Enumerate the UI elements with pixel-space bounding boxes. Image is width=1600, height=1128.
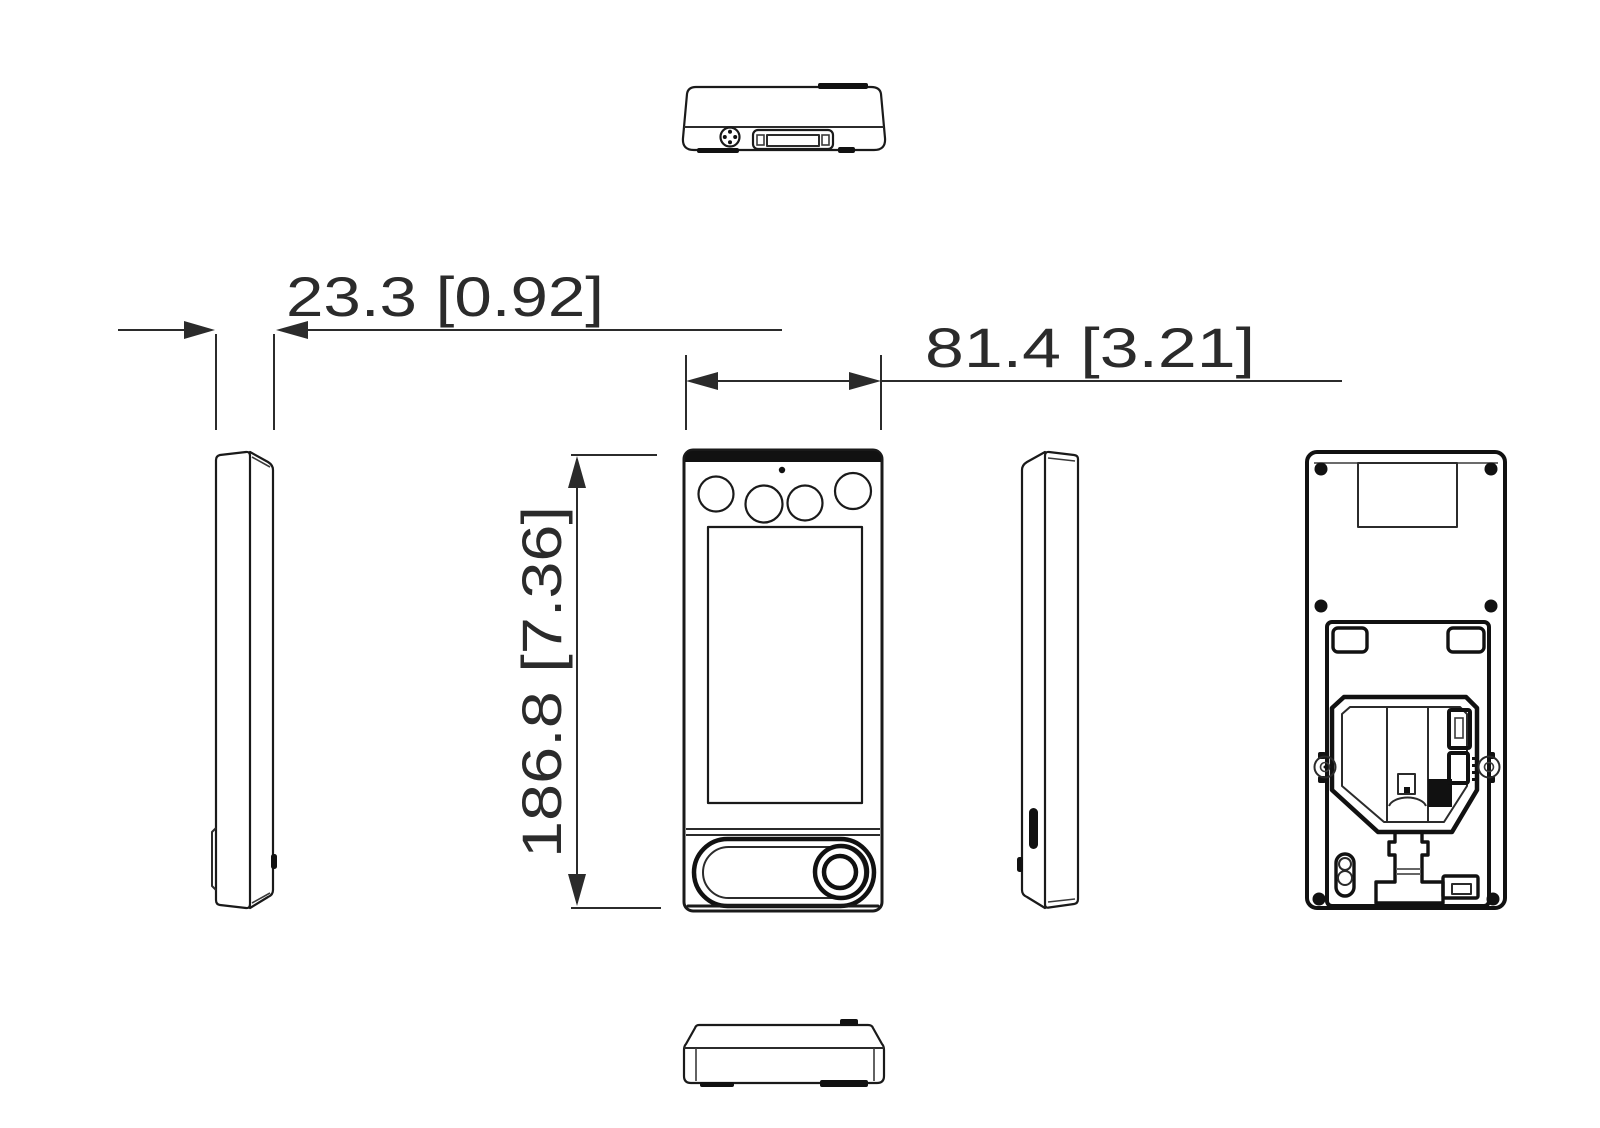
width-arrowhead-left xyxy=(686,372,718,390)
connector-lower xyxy=(1447,751,1470,785)
height-arrowhead-bottom xyxy=(568,874,586,906)
usb-cover-slot xyxy=(1029,808,1038,849)
side-button xyxy=(271,854,277,869)
connector-dots xyxy=(1472,757,1475,781)
screen xyxy=(706,525,864,805)
screw-boss-left xyxy=(1313,752,1337,783)
bottom-view-foot xyxy=(700,1082,734,1087)
bottom-right-port xyxy=(1441,874,1480,900)
back-outline xyxy=(1305,450,1507,910)
panel-tab-right xyxy=(1446,626,1486,654)
width-dimension-label: 81.4 [3.21] xyxy=(925,316,1255,379)
bottom-view-tab xyxy=(840,1019,858,1026)
wiring-connector xyxy=(751,128,835,151)
stand-bracket-outline xyxy=(1374,832,1445,905)
height-arrowhead-top xyxy=(568,456,586,488)
dimension-depth: 23.3 [0.92] xyxy=(118,265,782,430)
side-button-right-view xyxy=(1017,857,1023,872)
camera-lens-4 xyxy=(833,471,873,511)
top-view-foot xyxy=(697,148,739,153)
camera-lens-3 xyxy=(786,484,824,522)
bottom-view xyxy=(682,1019,886,1087)
dimension-height: 186.8 [7.36] xyxy=(510,454,661,909)
left-side-top-edge-line xyxy=(251,456,271,468)
left-side-front-face xyxy=(248,450,275,910)
label-recess xyxy=(1357,462,1458,528)
left-side-bottom-edge-line xyxy=(251,892,271,904)
top-view xyxy=(681,83,887,153)
camera-array xyxy=(697,466,873,524)
top-view-back-edge-bar xyxy=(818,83,868,89)
center-port-pin xyxy=(1404,787,1410,793)
right-side-outline xyxy=(1043,450,1080,909)
front-outline xyxy=(682,448,884,913)
depth-arrowhead-right xyxy=(276,321,308,339)
stand-bracket xyxy=(1374,832,1445,905)
bottom-view-outline xyxy=(682,1023,886,1085)
left-side-outline xyxy=(214,450,252,910)
screw xyxy=(1484,462,1498,476)
right-side-bottom-edge-line xyxy=(1047,898,1076,903)
panel-tab-left xyxy=(1331,626,1369,654)
front-top-face-band xyxy=(685,451,881,462)
screw xyxy=(1312,892,1326,906)
round-power-connector xyxy=(719,126,741,148)
mount-center-arc xyxy=(1388,796,1427,807)
width-arrowhead-right xyxy=(849,372,881,390)
screw xyxy=(1314,462,1328,476)
depth-dimension-label: 23.3 [0.92] xyxy=(286,265,604,328)
depth-arrowhead-left xyxy=(184,321,215,339)
fingerprint-button xyxy=(812,843,870,901)
right-side-front-face xyxy=(1020,450,1047,910)
camera-lens-1 xyxy=(697,475,735,513)
camera-lens-2 xyxy=(744,484,784,524)
screw xyxy=(1484,599,1498,613)
mounting-panel xyxy=(1325,620,1491,908)
center-port xyxy=(1397,773,1416,795)
back-view xyxy=(1305,450,1507,910)
adjuster-pill xyxy=(1334,852,1356,898)
mount-octagon-outer xyxy=(1329,694,1480,835)
right-side-top-edge-line xyxy=(1047,457,1076,462)
indicator-dot xyxy=(778,466,786,474)
left-side-view xyxy=(211,450,277,910)
top-view-right-tab xyxy=(838,147,855,153)
screw-boss-right xyxy=(1477,752,1501,783)
dimension-width: 81.4 [3.21] xyxy=(685,316,1342,430)
connector-upper xyxy=(1447,708,1472,750)
bottom-view-bar xyxy=(820,1080,868,1087)
top-view-outline xyxy=(681,85,887,152)
left-side-bottom-clip xyxy=(211,827,217,891)
mount-mechanism xyxy=(1313,694,1501,835)
front-view xyxy=(682,448,884,913)
mounting-screws xyxy=(1312,462,1500,906)
height-dimension-label: 186.8 [7.36] xyxy=(510,506,573,858)
right-side-view xyxy=(1017,450,1080,910)
screw xyxy=(1314,599,1328,613)
